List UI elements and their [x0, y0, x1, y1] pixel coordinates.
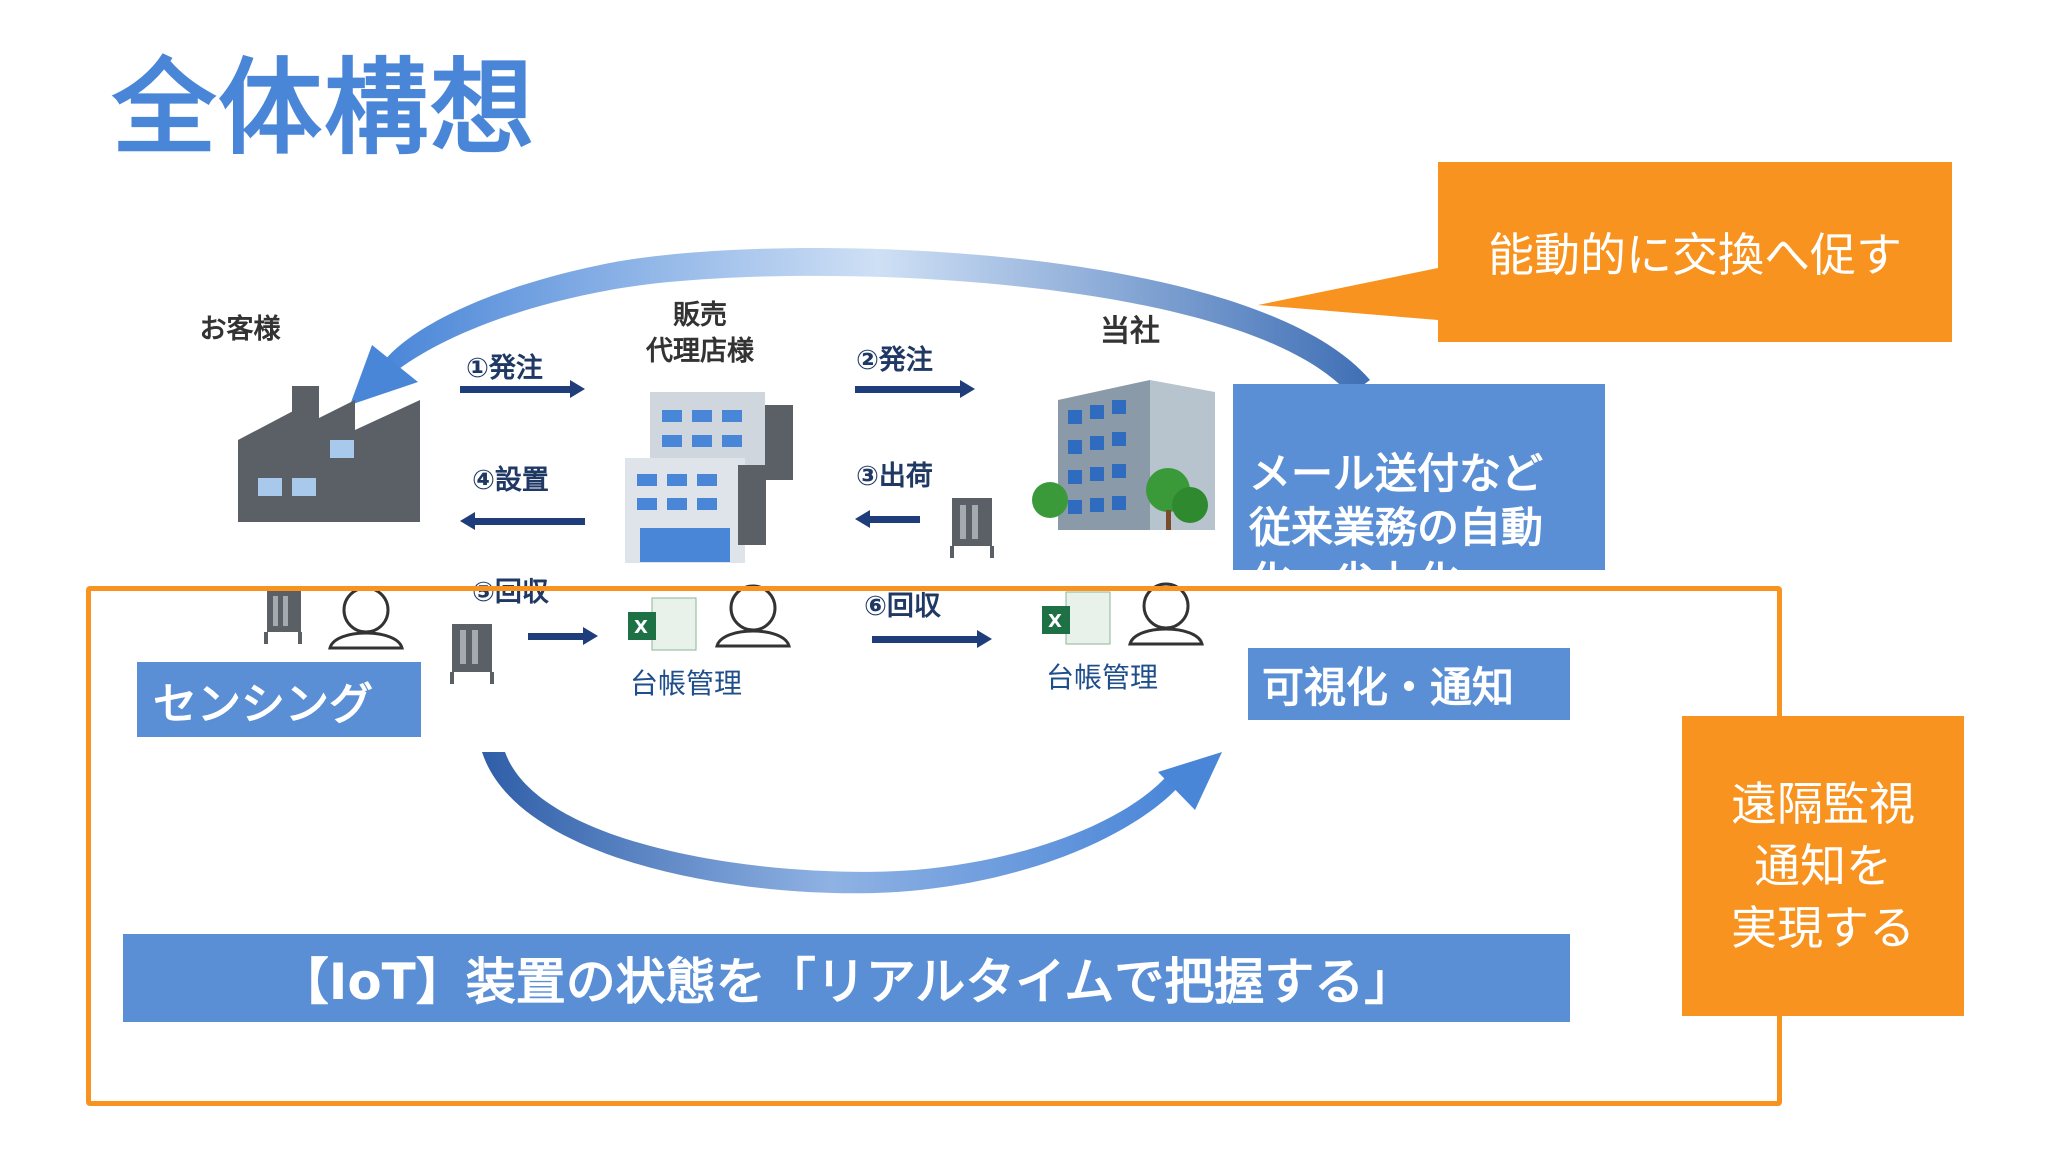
sensing-box: センシング: [137, 662, 421, 737]
visualize-notify-box: 可視化・通知: [1248, 648, 1570, 720]
automation-text: メール送付など 従来業務の自動 化、省力化: [1249, 448, 1544, 607]
node-company-label: 当社: [1100, 314, 1160, 349]
step-2-label: ②発注: [856, 345, 933, 376]
automation-box: メール送付など 従来業務の自動 化、省力化: [1233, 384, 1605, 607]
dealer-building-icon: [625, 392, 793, 563]
step-5-label: ⑤回収: [472, 577, 549, 608]
remote-monitoring-callout: 遠隔監視 通知を 実現する: [1682, 716, 1964, 1016]
top-arc-arrowhead: [350, 345, 418, 405]
top-return-arc: [385, 247, 1370, 395]
machine-icons: [264, 498, 994, 684]
factory-icon: [238, 386, 420, 522]
node-customer-label: お客様: [199, 314, 281, 345]
company-ledger-label: 台帳管理: [1046, 661, 1159, 694]
node-dealer-label: 販売 代理店様: [646, 300, 754, 368]
svg-text:X: X: [1048, 611, 1062, 632]
proactive-exchange-text: 能動的に交換へ促す: [1488, 228, 1902, 282]
bottom-arc-arrowhead: [1158, 752, 1222, 810]
step-4-label: ④設置: [472, 465, 549, 496]
excel-icons: X X: [628, 591, 1111, 651]
remote-monitoring-text: 遠隔監視 通知を 実現する: [1731, 776, 1915, 956]
iot-banner-text: 【IoT】装置の状態を「リアルタイムで把握する」: [278, 953, 1415, 1011]
dealer-ledger-label: 台帳管理: [630, 667, 743, 700]
svg-text:X: X: [634, 617, 648, 638]
step-3-label: ③出荷: [856, 461, 933, 492]
bottom-flow-arc: [482, 752, 1180, 894]
step-1-label: ①発注: [466, 353, 543, 384]
company-building-icon: [1032, 380, 1215, 530]
step-6-label: ⑥回収: [864, 591, 941, 622]
person-icons: [328, 582, 1204, 650]
step-arrows: [460, 380, 992, 648]
sensing-text: センシング: [153, 679, 373, 730]
page-title: 全体構想: [112, 47, 537, 169]
proactive-exchange-callout: 能動的に交換へ促す: [1438, 162, 1952, 342]
iot-banner: 【IoT】装置の状態を「リアルタイムで把握する」: [123, 934, 1570, 1022]
callout-pointer: [1258, 268, 1438, 320]
visualize-notify-text: 可視化・通知: [1262, 663, 1515, 712]
